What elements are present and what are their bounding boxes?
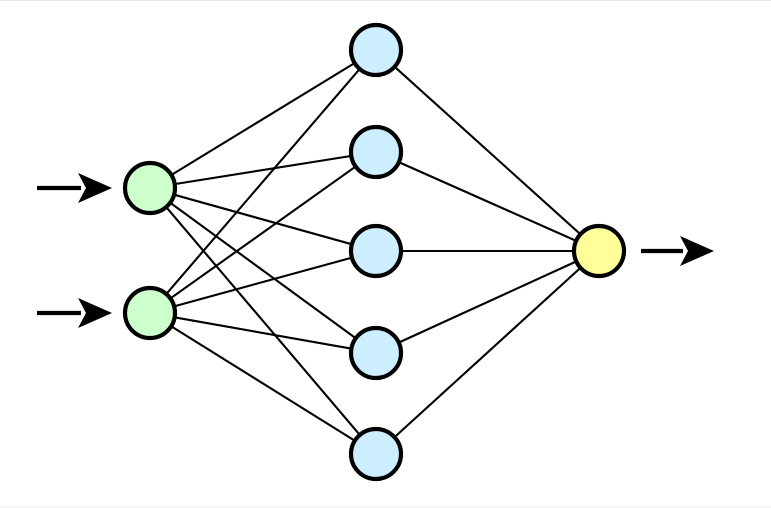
edge-h4-o1 [397, 260, 578, 344]
input-arrow-1 [37, 173, 112, 203]
hidden-node-3[interactable] [348, 223, 404, 279]
edge-h2-o1 [397, 160, 578, 243]
hidden-node-2[interactable] [348, 124, 404, 180]
input-node-1[interactable] [122, 160, 178, 216]
nodes-group [122, 22, 627, 482]
hidden-node-4[interactable] [348, 325, 404, 381]
edge-i2-h3 [172, 256, 354, 308]
input-arrow-1-head [78, 173, 112, 203]
hidden-node-5[interactable] [348, 426, 404, 482]
edge-h1-o1 [393, 65, 582, 236]
input-arrow-2 [37, 298, 112, 328]
edge-i1-h1 [169, 61, 357, 177]
edge-i2-h5 [169, 324, 357, 443]
output-arrow-1 [641, 236, 714, 266]
edge-i1-h5 [164, 205, 362, 437]
input-node-2[interactable] [122, 285, 178, 341]
edge-i1-h3 [172, 193, 354, 246]
output-arrow-1-head [680, 236, 714, 266]
hidden-node-1[interactable] [348, 22, 404, 78]
input-arrow-2-head [78, 298, 112, 328]
edge-i2-h4 [173, 316, 353, 350]
edge-i1-h2 [173, 154, 353, 186]
edge-h5-o1 [393, 266, 582, 439]
edge-i2-h1 [164, 67, 362, 296]
edge-i2-h2 [168, 165, 358, 300]
output-node-1[interactable] [571, 223, 627, 279]
edge-i1-h4 [168, 201, 358, 340]
io-arrows-group [37, 173, 714, 328]
edges-group [164, 61, 582, 443]
